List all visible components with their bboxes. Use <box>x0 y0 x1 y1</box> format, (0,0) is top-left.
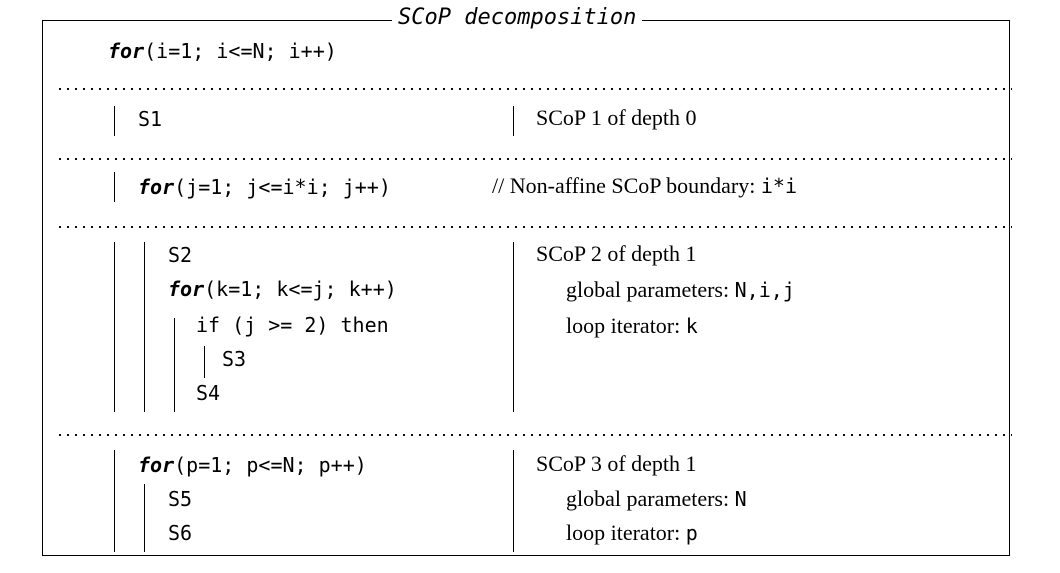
non-affine-comment: // Non-affine SCoP boundary: i*i <box>492 173 797 198</box>
statement-s2: S2 <box>168 243 193 267</box>
scop1-note: SCoP 1 of depth 0 <box>536 105 697 130</box>
scope-bar <box>144 242 145 412</box>
scope-bar <box>114 172 115 202</box>
p-loop-header: for(p=1; p<=N; p++) <box>138 453 367 477</box>
frame-top-rule-right <box>690 20 1010 21</box>
statement-s5: S5 <box>168 487 193 511</box>
scop3-title: SCoP 3 of depth 1 <box>536 451 697 476</box>
scope-bar <box>174 318 175 412</box>
section-separator-3 <box>56 226 1012 228</box>
scope-bar <box>114 242 115 412</box>
frame-top-rule-left <box>42 20 392 21</box>
statement-s3: S3 <box>222 347 247 371</box>
scope-bar <box>114 106 115 136</box>
statement-s6: S6 <box>168 521 193 545</box>
section-separator-2 <box>56 158 1012 160</box>
scope-bar <box>204 346 205 378</box>
k-loop-header: for(k=1; k<=j; k++) <box>168 277 397 301</box>
if-condition: if (j >= 2) then <box>196 313 389 337</box>
scope-bar <box>114 450 115 552</box>
scop2-params: global parameters: N,i,j <box>566 277 795 302</box>
scop2-iterator: loop iterator: k <box>566 313 698 338</box>
column-divider <box>513 106 514 136</box>
diagram-title: SCoP decomposition <box>392 5 643 31</box>
scop2-title: SCoP 2 of depth 1 <box>536 241 697 266</box>
section-separator-1 <box>56 88 1012 90</box>
statement-s1: S1 <box>138 107 163 131</box>
section-separator-4 <box>56 434 1012 436</box>
column-divider <box>513 450 514 552</box>
scop3-iterator: loop iterator: p <box>566 520 698 545</box>
scope-bar <box>144 484 145 552</box>
j-loop-header: for(j=1; j<=i*i; j++) <box>138 175 391 199</box>
column-divider <box>513 242 514 412</box>
outer-loop-header: for(i=1; i<=N; i++) <box>108 39 337 63</box>
scop3-params: global parameters: N <box>566 486 747 511</box>
statement-s4: S4 <box>196 381 221 405</box>
